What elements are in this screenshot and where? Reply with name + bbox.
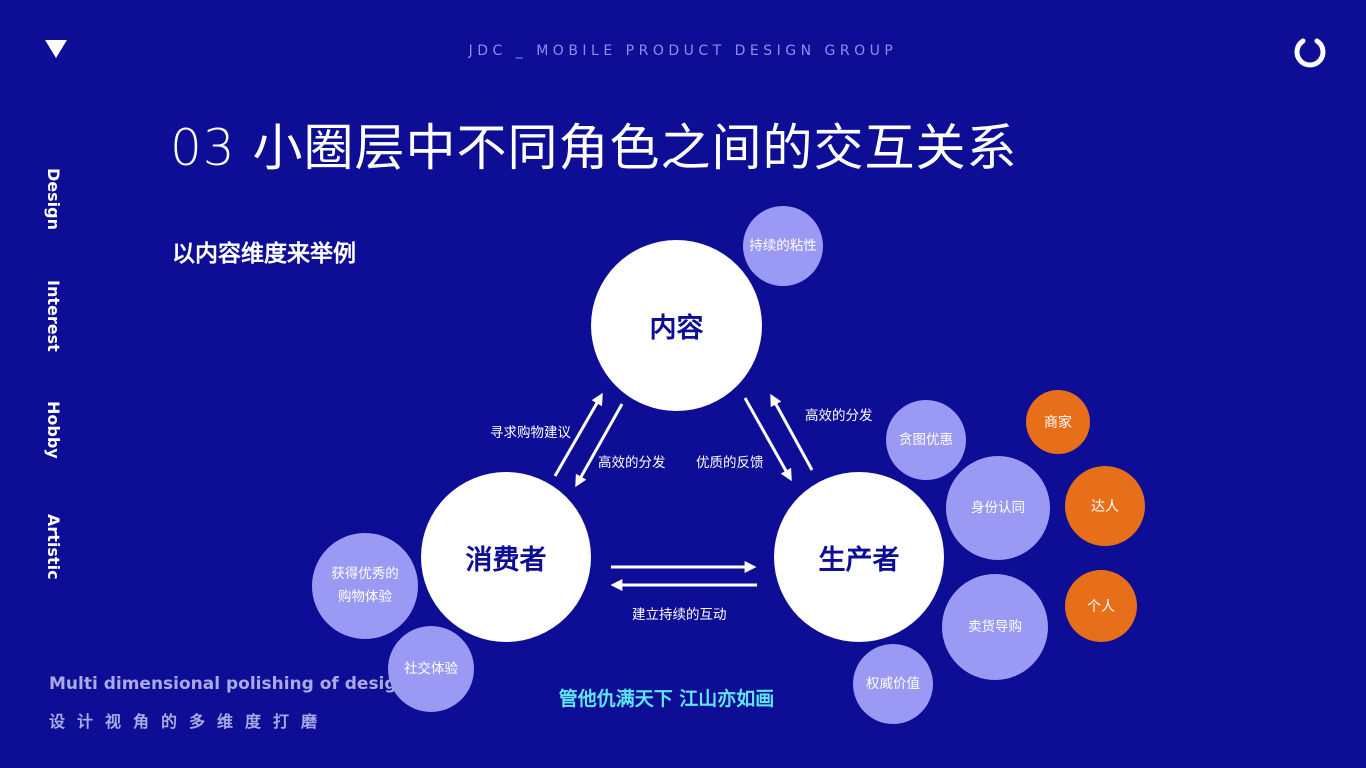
producer-type-merchant: 商家: [1026, 390, 1090, 454]
header-group: JDC _ MOBILE PRODUCT DESIGN GROUP: [468, 43, 898, 59]
arrow-content-to-producer: [743, 397, 792, 482]
label-interaction: 建立持续的互动: [632, 607, 727, 623]
label-quality-feedback: 优质的反馈: [696, 455, 764, 471]
bubble-deals: 贪图优惠: [886, 400, 966, 480]
bubble-stickiness: 持续的粘性: [743, 206, 823, 286]
arrow-content-to-consumer: [575, 403, 624, 488]
bubble-identity: 身份认同: [946, 456, 1050, 560]
label-efficient-distribution-left: 高效的分发: [598, 455, 666, 471]
producer-type-individual: 个人: [1065, 570, 1137, 642]
subtitle-caption: 管他仇满天下 江山亦如画: [558, 688, 775, 710]
node-producer: 生产者: [774, 472, 944, 642]
bubble-shopping-experience-line1: 获得优秀的: [331, 566, 399, 583]
side-label-artistic: Artistic: [44, 514, 63, 580]
triangle-down-icon[interactable]: [45, 40, 67, 58]
side-label-hobby: Hobby: [44, 401, 63, 459]
arrow-producer-to-content: [770, 393, 814, 471]
label-efficient-distribution-right: 高效的分发: [805, 408, 873, 424]
node-content: 内容: [591, 240, 762, 411]
side-label-interest: Interest: [44, 280, 63, 352]
bubble-sell: 卖货导购: [942, 574, 1048, 680]
producer-type-expert: 达人: [1065, 466, 1145, 546]
page-subtitle: 以内容维度来举例: [172, 241, 356, 267]
bubble-social: 社交体验: [388, 626, 474, 712]
tagline-chinese: 设计视角的多维度打磨: [49, 712, 330, 731]
arrow-consumer-to-content: [553, 392, 603, 477]
power-icon[interactable]: [1292, 34, 1328, 70]
tagline-english: Multi dimensional polishing of design pe: [49, 674, 439, 694]
bubble-shopping-experience: 获得优秀的 购物体验: [312, 533, 418, 639]
bubble-shopping-experience-line2: 购物体验: [338, 589, 392, 605]
label-seek-advice: 寻求购物建议: [490, 425, 571, 441]
page-title: 03 小圈层中不同角色之间的交互关系: [170, 119, 1018, 177]
bubble-authority: 权威价值: [853, 644, 933, 724]
node-consumer: 消费者: [421, 472, 591, 642]
side-label-design: Design: [44, 168, 63, 230]
